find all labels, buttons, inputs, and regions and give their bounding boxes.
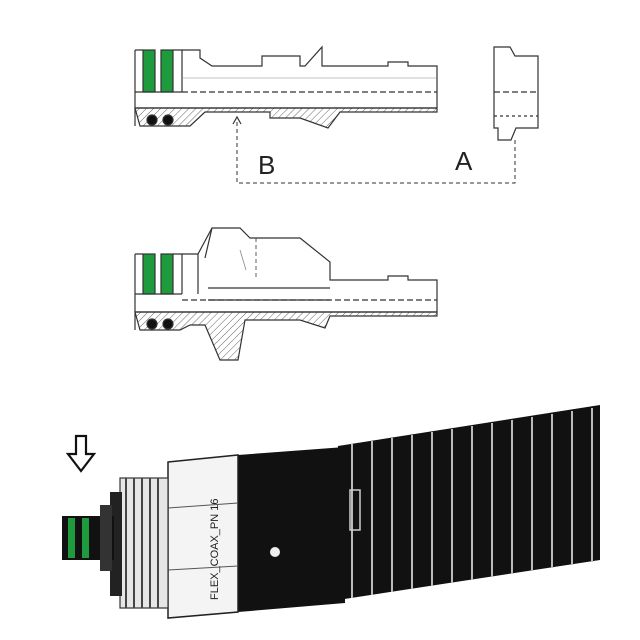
- sleeve-hole: [270, 547, 280, 557]
- green-o-ring: [142, 49, 156, 93]
- green-o-ring: [142, 253, 156, 295]
- ball: [146, 114, 158, 126]
- product-marking: FLEX_COAX_PN 16: [209, 499, 221, 601]
- black-sleeve: [238, 447, 345, 612]
- label-a: A: [455, 146, 473, 176]
- coupling-body: [182, 45, 438, 108]
- green-o-ring: [160, 253, 174, 295]
- label-b: B: [258, 150, 275, 180]
- hatched-section: [134, 311, 438, 361]
- down-arrow-icon: [65, 434, 97, 473]
- hatched-section: [134, 107, 438, 129]
- green-o-ring: [68, 518, 75, 558]
- movement-arrowhead: [232, 115, 242, 125]
- threaded-section: [110, 477, 169, 609]
- sleeve-part: [493, 46, 539, 141]
- ball: [146, 318, 158, 330]
- hex-nut: [167, 454, 239, 619]
- ball: [162, 114, 174, 126]
- sleeve-assembled: [182, 227, 438, 312]
- coupling-drawing-assembled: [134, 227, 438, 361]
- hose-fitting-render: FLEX_COAX_PN 16: [62, 405, 600, 619]
- coupling-drawing-disassembled: [134, 45, 539, 184]
- corrugated-hose: [338, 405, 600, 600]
- green-o-ring: [82, 518, 89, 558]
- ball: [162, 318, 174, 330]
- green-o-ring: [160, 49, 174, 93]
- movement-path: [236, 122, 516, 184]
